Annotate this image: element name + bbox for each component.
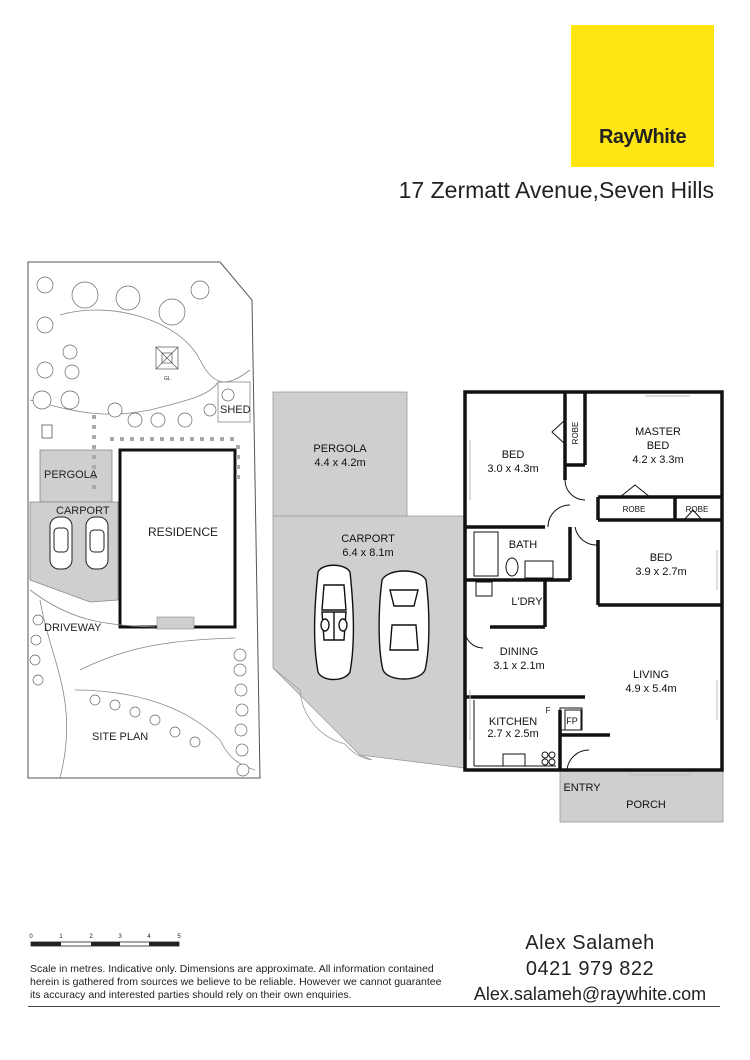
shower bbox=[473, 531, 499, 577]
site-pergola bbox=[39, 449, 113, 503]
shrubs bbox=[29, 276, 250, 777]
fp-label: FP bbox=[566, 716, 578, 726]
toilet bbox=[505, 557, 519, 577]
pergola-area bbox=[272, 391, 408, 517]
kitchen-dims: 2.7 x 2.5m bbox=[487, 728, 538, 740]
site-plan-title: SITE PLAN bbox=[92, 731, 148, 743]
site-shed-label: SHED bbox=[220, 404, 251, 416]
door-entry bbox=[566, 749, 590, 771]
fridge-label: F bbox=[546, 706, 551, 715]
kitchen-label: KITCHEN bbox=[489, 716, 537, 728]
garden-bed-bottom bbox=[74, 689, 256, 771]
fireplace bbox=[564, 709, 582, 731]
porch-area bbox=[559, 769, 724, 823]
master-label-2: BED bbox=[647, 440, 670, 452]
scale-bar: 0 1 2 3 4 5 bbox=[29, 934, 181, 947]
gl-marker bbox=[155, 346, 179, 370]
site-pergola-label: PERGOLA bbox=[44, 469, 98, 481]
site-car-2 bbox=[85, 516, 109, 570]
carport-dims: 6.4 x 8.1m bbox=[342, 547, 393, 559]
site-carport-label: CARPORT bbox=[56, 505, 110, 517]
door-dining bbox=[464, 629, 484, 649]
stove bbox=[541, 751, 556, 766]
door-master bbox=[564, 479, 586, 501]
carport-car-1 bbox=[313, 564, 355, 681]
carport-label: CARPORT bbox=[341, 533, 395, 545]
door-robe-3 bbox=[683, 509, 703, 521]
footer-divider bbox=[28, 1006, 720, 1007]
driveway-edge-1 bbox=[29, 589, 156, 628]
house-walls bbox=[463, 390, 724, 772]
agent-phone[interactable]: 0421 979 822 bbox=[525, 958, 655, 980]
scale-tick-5: 5 bbox=[177, 934, 181, 940]
door-robe-1 bbox=[619, 484, 651, 498]
agent-email[interactable]: Alex.salameh@raywhite.com bbox=[473, 984, 707, 1004]
scale-tick-4: 4 bbox=[147, 934, 151, 940]
site-small-box bbox=[41, 424, 53, 439]
bath-label: BATH bbox=[509, 539, 538, 551]
master-label: MASTER bbox=[635, 426, 681, 438]
property-address: 17 Zermatt Avenue,Seven Hills bbox=[398, 177, 714, 203]
floor-plan: PERGOLA 4.4 x 4.2m CARPORT 6.4 x 8.1m BE… bbox=[272, 390, 724, 823]
agent-name: Alex Salameh bbox=[525, 932, 655, 954]
agent-contact: Alex Salameh 0421 979 822 Alex.salameh@r… bbox=[470, 930, 710, 1006]
entry-label: ENTRY bbox=[563, 782, 601, 794]
dining-label: DINING bbox=[500, 646, 539, 658]
robe-vertical-label: ROBE bbox=[571, 422, 580, 445]
living-dims: 4.9 x 5.4m bbox=[625, 683, 676, 695]
bed1-dims: 3.0 x 4.3m bbox=[487, 463, 538, 475]
scale-tick-3: 3 bbox=[118, 934, 122, 940]
site-driveway-label: DRIVEWAY bbox=[44, 622, 102, 634]
site-gl-label: GL bbox=[164, 376, 171, 382]
garden-bed-mid bbox=[29, 381, 219, 415]
disclaimer-text: Scale in metres. Indicative only. Dimens… bbox=[30, 963, 442, 1001]
kitchen-sink bbox=[502, 753, 526, 767]
dining-dims: 3.1 x 2.1m bbox=[493, 660, 544, 672]
living-label: LIVING bbox=[633, 669, 669, 681]
raywhite-logo: RayWhite bbox=[571, 25, 714, 167]
master-dims: 4.2 x 3.3m bbox=[632, 454, 683, 466]
site-plan: PERGOLA CARPORT RESIDENCE DRIVEWAY SHED … bbox=[27, 261, 261, 779]
paver-path bbox=[92, 415, 240, 489]
pergola-dims: 4.4 x 4.2m bbox=[314, 457, 365, 469]
laundry-tub bbox=[475, 581, 493, 597]
robe2-label: ROBE bbox=[686, 505, 709, 514]
carport-gate-arc-2 bbox=[344, 743, 373, 761]
bed1-label: BED bbox=[502, 449, 525, 461]
pergola-label: PERGOLA bbox=[313, 443, 367, 455]
logo-text: RayWhite bbox=[598, 126, 687, 148]
door-bed1 bbox=[547, 504, 571, 528]
porch-label: PORCH bbox=[626, 799, 666, 811]
site-residence-label: RESIDENCE bbox=[148, 525, 218, 539]
bed2-dims: 3.9 x 2.7m bbox=[635, 566, 686, 578]
garden-bed-top bbox=[59, 309, 251, 383]
scale-tick-2: 2 bbox=[89, 934, 93, 940]
scale-tick-0: 0 bbox=[29, 934, 33, 940]
driveway-edge-3 bbox=[79, 637, 236, 671]
site-shed bbox=[217, 381, 251, 423]
scale-tick-1: 1 bbox=[59, 934, 63, 940]
driveway-edge-2 bbox=[39, 599, 68, 779]
carport-gate-arc-1 bbox=[272, 667, 346, 745]
door-robe-2 bbox=[551, 419, 566, 445]
site-car-1 bbox=[49, 516, 73, 570]
bed2-label: BED bbox=[650, 552, 673, 564]
site-porch bbox=[156, 616, 195, 630]
carport-car-2 bbox=[378, 570, 430, 680]
ldry-label: L'DRY bbox=[511, 596, 543, 608]
robe1-label: ROBE bbox=[623, 505, 646, 514]
vanity bbox=[524, 560, 554, 579]
door-bed2 bbox=[574, 526, 599, 546]
